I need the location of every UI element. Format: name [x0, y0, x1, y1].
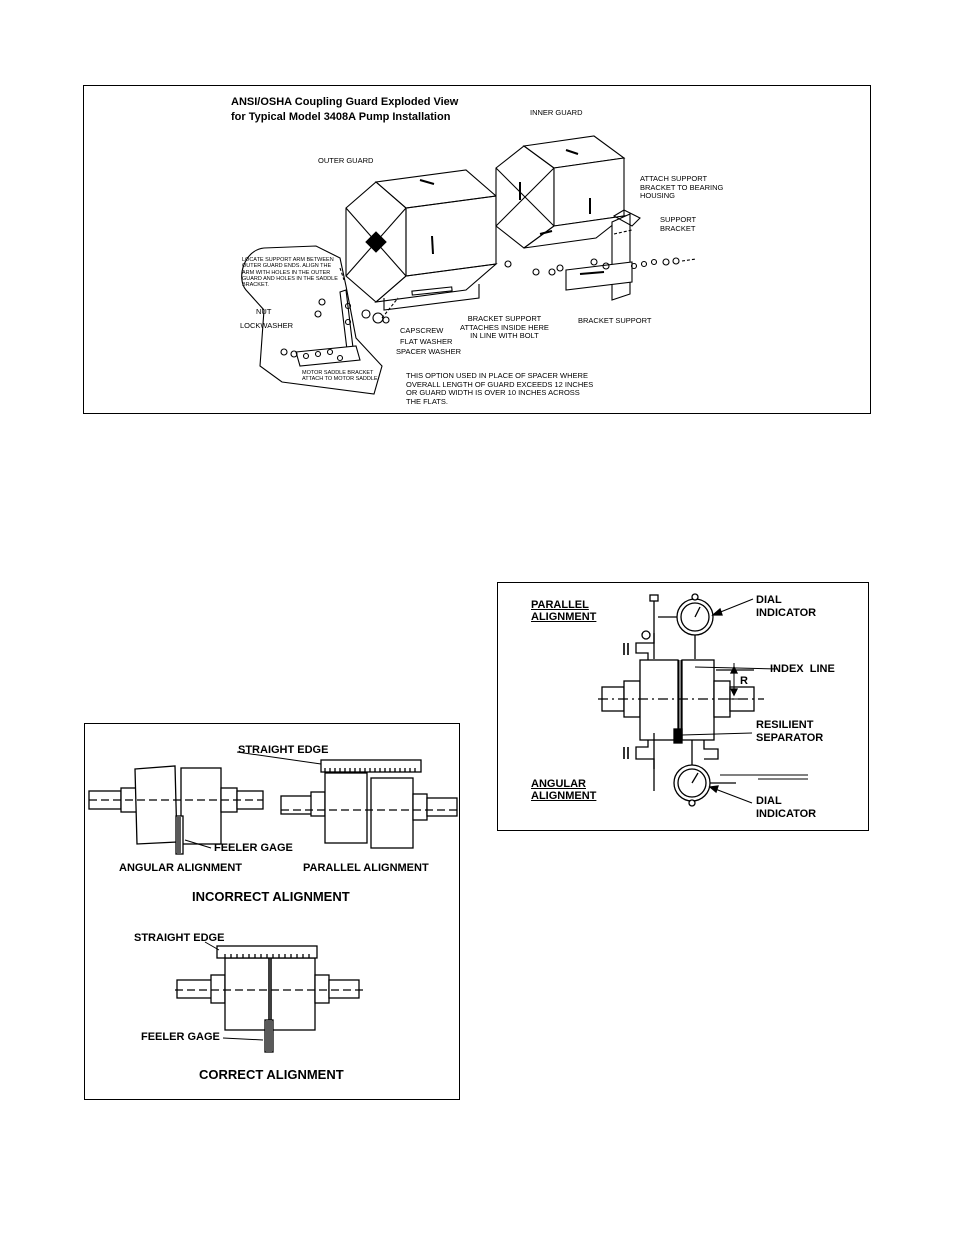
dial-indicator-drawing — [598, 593, 808, 807]
dial-indicator-bottom-label: DIAL INDICATOR — [756, 795, 816, 820]
bracket-inside-line-1: BRACKET SUPPORT — [467, 314, 542, 323]
attach-support-label: ATTACH SUPPORT BRACKET TO BEARING HOUSIN… — [640, 174, 724, 201]
bracket-support-label: BRACKET SUPPORT — [578, 316, 652, 325]
index-line-label: INDEX LINE — [770, 663, 835, 675]
motor-saddle-line-2: ATTACH TO MOTOR SADDLE — [302, 376, 378, 383]
bracket-inside-line-2: ATTACHES INSIDE HERE — [460, 322, 549, 332]
resilient-separator-label: RESILIENT SEPARATOR — [756, 719, 823, 744]
dial-top-line-2: INDICATOR — [756, 606, 817, 619]
option-line-4: THE FLATS. — [406, 396, 448, 406]
option-line-1: THIS OPTION USED IN PLACE OF SPACER WHER… — [406, 371, 588, 380]
r-label: R — [740, 675, 748, 687]
support-bracket-label: SUPPORT BRACKET — [660, 215, 697, 233]
angular-heading-line-2: ALIGNMENT — [531, 790, 597, 803]
resilient-line-2: SEPARATOR — [756, 731, 824, 744]
parallel-heading-line-2: ALIGNMENT — [531, 611, 597, 624]
parallel-heading-line-1: PARALLEL — [531, 599, 589, 611]
straight-edge-bottom-label: STRAIGHT EDGE — [134, 932, 225, 944]
outer-guard-shape — [345, 169, 498, 311]
correct-alignment-shape — [175, 945, 363, 1053]
parallel-alignment-heading: PARALLEL ALIGNMENT — [531, 599, 596, 623]
resilient-separator-shape — [673, 728, 683, 744]
motor-saddle-label: MOTOR SADDLE BRACKET ATTACH TO MOTOR SAD… — [302, 370, 378, 383]
coupling-guard-drawing — [241, 135, 697, 395]
attach-support-line-1: ATTACH SUPPORT — [640, 174, 708, 183]
angular-heading-line-1: ANGULAR — [531, 778, 586, 790]
inner-guard-shape — [495, 135, 626, 249]
figure-title: ANSI/OSHA Coupling Guard Exploded View f… — [231, 95, 458, 126]
parallel-alignment-label: PARALLEL ALIGNMENT — [303, 862, 429, 874]
inner-guard-label: INNER GUARD — [530, 108, 583, 117]
option-line-2: OVERALL LENGTH OF GUARD EXCEEDS 12 INCHE… — [406, 379, 594, 389]
dial-top-line-1: DIAL — [756, 594, 782, 606]
support-bracket-line-2: BRACKET — [660, 223, 696, 233]
straight-edge-alignment-figure: STRAIGHT EDGE FEELER GAGE ANGULAR ALIGNM… — [84, 723, 460, 1100]
flat-washer-label: FLAT WASHER — [400, 337, 453, 346]
support-bracket-shape — [504, 209, 697, 301]
bracket-inside-label: BRACKET SUPPORT ATTACHES INSIDE HERE IN … — [460, 314, 549, 341]
angular-alignment-label: ANGULAR ALIGNMENT — [119, 862, 243, 874]
dial-indicator-top-shape — [676, 593, 714, 659]
motor-saddle-line-1: MOTOR SADDLE BRACKET — [302, 370, 374, 376]
support-bracket-line-1: SUPPORT — [660, 215, 697, 224]
straight-edge-bottom-shape — [216, 945, 318, 959]
parallel-misalignment-shape — [280, 759, 458, 849]
lockwasher-label: LOCKWASHER — [240, 321, 294, 330]
saddle-bracket-shape — [241, 245, 399, 395]
title-line-1: ANSI/OSHA Coupling Guard Exploded View — [231, 96, 459, 108]
dial-indicator-figure: PARALLEL ALIGNMENT DIAL INDICATOR INDEX … — [497, 582, 869, 831]
angular-misalignment-shape — [88, 765, 264, 855]
capscrew-label: CAPSCREW — [400, 326, 444, 335]
option-line-3: OR GUARD WIDTH IS OVER 10 INCHES ACROSS — [406, 388, 580, 398]
locate-note: LOCATE SUPPORT ARM BETWEEN OUTER GUARD E… — [242, 257, 338, 289]
feeler-gage-bottom-shape — [264, 1019, 274, 1053]
resilient-line-1: RESILIENT — [756, 719, 814, 731]
outer-guard-label: OUTER GUARD — [318, 156, 374, 165]
feeler-gage-top-label: FEELER GAGE — [214, 842, 293, 854]
attach-support-line-3: HOUSING — [640, 191, 676, 201]
nut-label: NUT — [256, 307, 272, 316]
feeler-gage-bottom-label: FEELER GAGE — [141, 1031, 220, 1043]
dial-bottom-line-2: INDICATOR — [756, 807, 817, 820]
spacer-washer-label: SPACER WASHER — [396, 347, 462, 356]
dial-indicator-top-label: DIAL INDICATOR — [756, 594, 816, 619]
bracket-inside-line-3: IN LINE WITH BOLT — [470, 331, 539, 341]
straight-edge-top-label: STRAIGHT EDGE — [238, 744, 329, 756]
correct-alignment-heading: CORRECT ALIGNMENT — [199, 1067, 344, 1082]
incorrect-alignment-heading: INCORRECT ALIGNMENT — [192, 889, 350, 904]
option-note: THIS OPTION USED IN PLACE OF SPACER WHER… — [406, 371, 594, 407]
attach-support-line-2: BRACKET TO BEARING — [640, 182, 724, 192]
coupling-guard-figure: ANSI/OSHA Coupling Guard Exploded View f… — [83, 85, 871, 414]
title-line-2: for Typical Model 3408A Pump Installatio… — [231, 111, 451, 124]
dial-indicator-bottom-shape — [673, 740, 711, 807]
angular-alignment-heading: ANGULAR ALIGNMENT — [531, 778, 596, 802]
dial-bottom-line-1: DIAL — [756, 795, 782, 807]
straight-edge-top-shape — [320, 759, 422, 773]
straight-edge-drawing — [88, 751, 458, 1053]
feeler-gage-top-shape — [175, 815, 184, 855]
